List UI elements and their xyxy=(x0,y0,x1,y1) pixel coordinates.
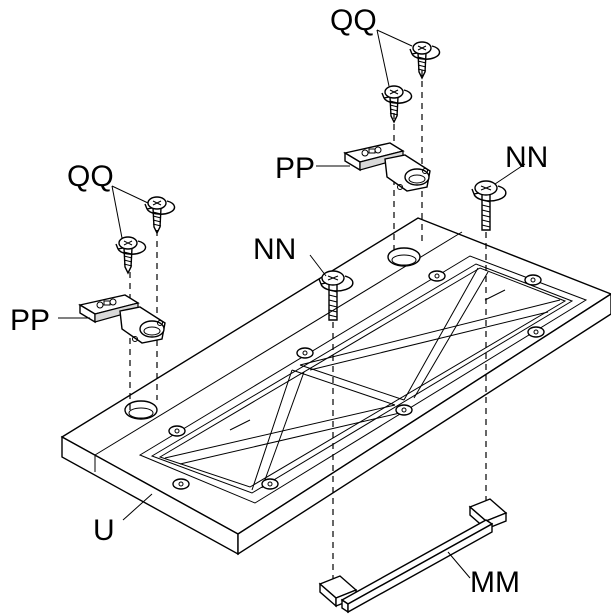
label-handle: MM xyxy=(470,566,520,599)
wood-screw xyxy=(381,85,413,124)
door-panel xyxy=(60,217,611,556)
bolt-center xyxy=(318,270,354,321)
hinge-cup-holes xyxy=(124,247,421,420)
label-hinge-left: PP xyxy=(10,304,50,337)
handle-bar xyxy=(318,498,508,614)
hinge-left xyxy=(78,294,166,344)
wood-screw xyxy=(115,236,147,275)
bolt-right xyxy=(471,180,507,231)
glass-pane xyxy=(158,267,567,488)
leader-lines xyxy=(58,29,526,579)
screws-left xyxy=(115,196,176,275)
label-bolt-center: NN xyxy=(253,233,296,266)
hinge-hole-left xyxy=(124,400,158,420)
screws-right xyxy=(381,41,441,124)
frame-inner xyxy=(150,263,574,494)
label-screws-left: QQ xyxy=(67,160,114,193)
hinge-hole-right xyxy=(387,247,421,267)
wood-screw xyxy=(144,196,176,235)
door-panel-side-edge xyxy=(237,293,611,556)
label-hinge-right: PP xyxy=(275,152,315,185)
label-screws-right: QQ xyxy=(330,4,377,37)
glass-clips xyxy=(168,270,545,490)
label-bolt-right: NN xyxy=(505,141,548,174)
wood-screw xyxy=(409,41,441,80)
frame-outer xyxy=(138,255,588,504)
hinge-right xyxy=(343,142,431,192)
label-door-panel: U xyxy=(93,514,115,547)
door-panel-stile-line xyxy=(94,231,463,456)
glass-frame xyxy=(138,255,588,504)
